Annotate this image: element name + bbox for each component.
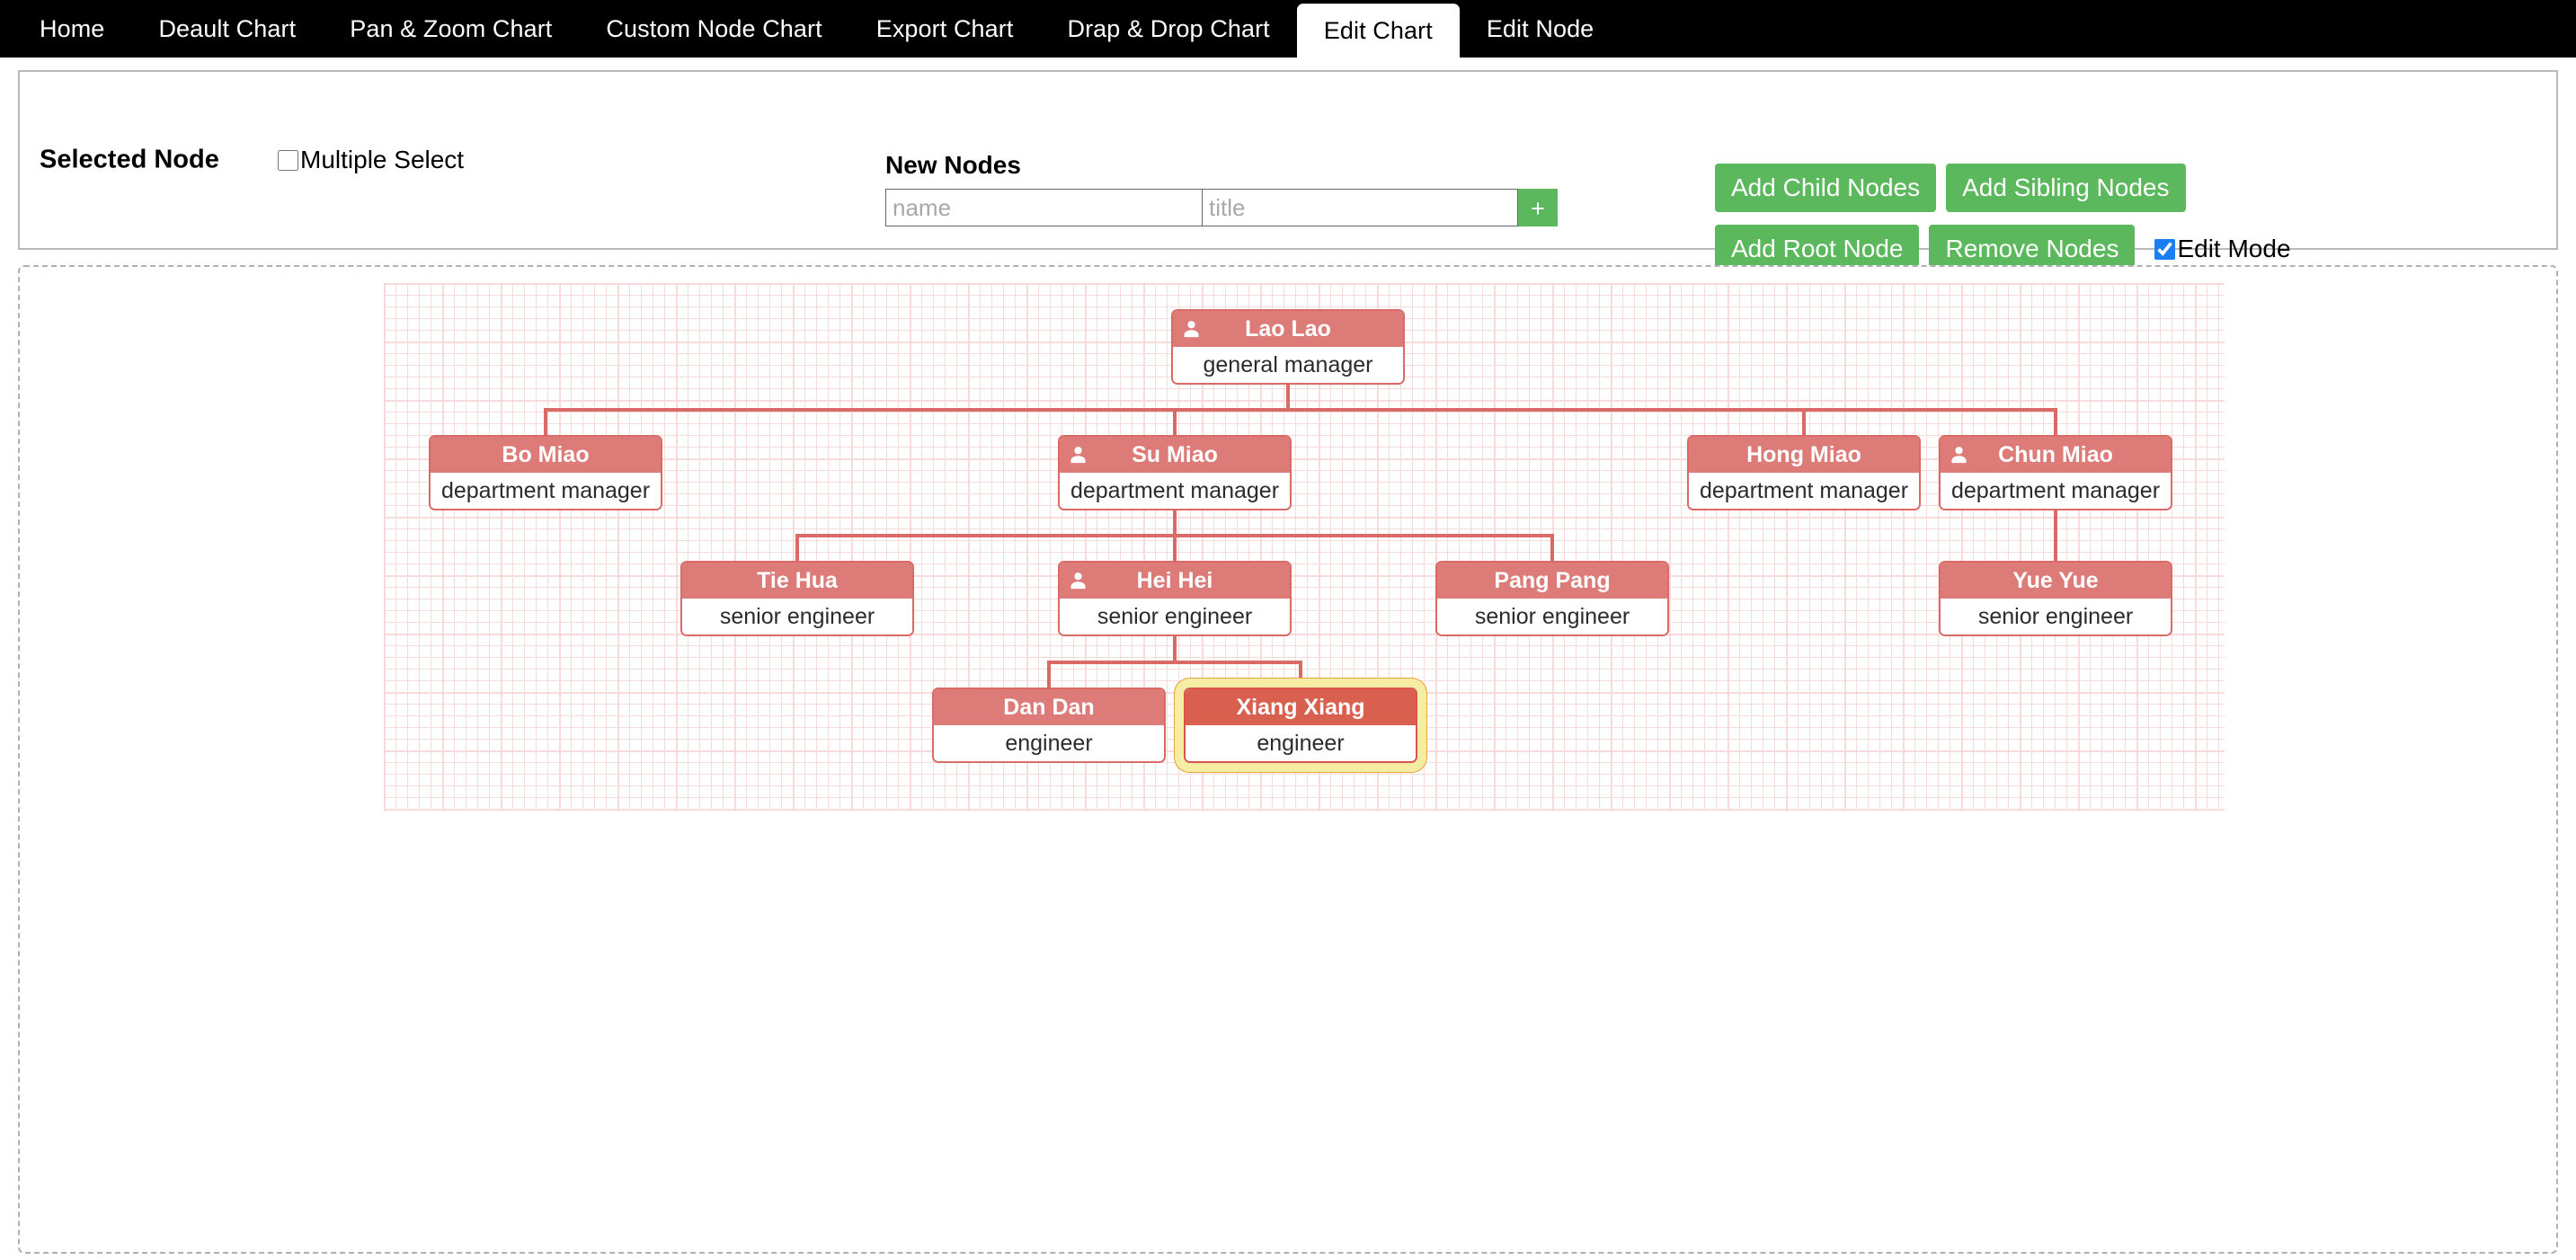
org-node-name: Hei Hei [1136,567,1213,593]
org-node-title: general manager [1173,347,1403,383]
org-node-name: Yue Yue [2012,567,2099,593]
org-node-name: Pang Pang [1494,567,1611,593]
connector-drop-hong-miao [1802,408,1806,435]
connector-stem-chun-miao [2054,510,2057,537]
org-node-header: Hei Hei [1060,563,1290,599]
selected-node-label: Selected Node [40,145,219,174]
org-node-name: Bo Miao [502,441,590,467]
nav-item-pan-zoom-chart[interactable]: Pan & Zoom Chart [350,14,553,42]
org-node-header: Lao Lao [1173,311,1403,347]
person-icon [1068,571,1088,591]
edit-mode-label: Edit Mode [2177,235,2291,262]
org-node-header: Dan Dan [934,689,1164,725]
org-node-title: department manager [431,473,661,509]
editor-toolbar-panel: Selected Node Multiple Select New Nodes … [18,70,2558,273]
node-layer: Lao Lao general manager Bo Miao department … [20,267,2556,1252]
org-chart-canvas[interactable]: Lao Lao general manager Bo Miao department … [18,265,2558,1254]
org-node-title: senior engineer [1437,599,1667,634]
connector-drop-pang-pang [1550,534,1554,561]
connector-drop-su-miao [1173,408,1177,435]
org-node-header: Pang Pang [1437,563,1667,599]
org-node-su-miao[interactable]: Su Miao department manager [1058,435,1292,510]
nav-item-custom-node-chart[interactable]: Custom Node Chart [606,14,822,42]
nav-item-edit-node[interactable]: Edit Node [1486,14,1594,42]
new-node-input-row: + [885,189,1558,226]
org-node-bo-miao[interactable]: Bo Miao department manager [429,435,662,510]
connector-drop-dan-dan [1047,661,1051,688]
connector-bus-hei-hei [1047,661,1302,664]
connector-drop-bo-miao [544,408,547,435]
new-node-title-input[interactable] [1202,189,1518,226]
org-node-header: Yue Yue [1941,563,2171,599]
org-node-title: department manager [1689,473,1919,509]
nav-item-home[interactable]: Home [40,14,105,42]
connector-drop-yue-yue [2054,534,2057,561]
org-node-hei-hei[interactable]: Hei Hei senior engineer [1058,561,1292,636]
add-child-nodes-button[interactable]: Add Child Nodes [1715,164,1937,212]
connector-drop-xiang-xiang [1299,661,1302,688]
new-nodes-label: New Nodes [885,151,1021,179]
org-node-title: department manager [1060,473,1290,509]
connector-stem-lao-lao [1286,385,1290,412]
org-node-name: Tie Hua [757,567,838,593]
person-icon [1949,445,1969,466]
org-node-name: Xiang Xiang [1236,694,1365,720]
new-node-name-input[interactable] [885,189,1202,226]
nav-item-drap-drop-chart[interactable]: Drap & Drop Chart [1067,14,1270,42]
org-node-title: department manager [1941,473,2171,509]
org-node-header: Su Miao [1060,437,1290,473]
connector-drop-chun-miao [2054,408,2057,435]
multiple-select-checkbox[interactable] [278,149,298,171]
connector-drop-tie-hua [795,534,799,561]
org-node-header: Hong Miao [1689,437,1919,473]
org-node-xiang-xiang[interactable]: Xiang Xiang engineer [1184,688,1417,763]
connector-bus-lao-lao [544,408,2057,412]
org-node-name: Lao Lao [1245,315,1331,342]
add-sibling-nodes-button[interactable]: Add Sibling Nodes [1946,164,2186,212]
nav-item-edit-chart[interactable]: Edit Chart [1296,4,1460,58]
org-node-pang-pang[interactable]: Pang Pang senior engineer [1435,561,1669,636]
node-action-row-bottom: Add Root Node Remove Nodes Edit Mode [1715,225,2291,273]
org-node-name: Hong Miao [1746,441,1861,467]
node-action-buttons: Add Child Nodes Add Sibling Nodes Add Ro… [1715,164,2291,273]
org-node-title: engineer [934,725,1164,761]
connector-layer [20,267,2556,1252]
new-nodes-group: New Nodes + [885,151,1558,226]
org-node-tie-hua[interactable]: Tie Hua senior engineer [680,561,914,636]
org-node-title: senior engineer [1060,599,1290,634]
connector-stem-su-miao [1173,510,1177,537]
org-node-name: Dan Dan [1003,694,1095,720]
edit-mode-control[interactable]: Edit Mode [2154,235,2291,263]
nav-item-export-chart[interactable]: Export Chart [875,14,1014,42]
person-icon [1068,445,1088,466]
add-new-node-button[interactable]: + [1518,189,1558,226]
person-icon [1181,319,1202,340]
org-node-yue-yue[interactable]: Yue Yue senior engineer [1939,561,2172,636]
nav-item-deault-chart[interactable]: Deault Chart [158,14,297,42]
org-node-header: Tie Hua [682,563,912,599]
edit-mode-checkbox[interactable] [2154,238,2176,260]
org-node-dan-dan[interactable]: Dan Dan engineer [932,688,1166,763]
org-node-header: Chun Miao [1941,437,2171,473]
node-action-row-top: Add Child Nodes Add Sibling Nodes [1715,164,2291,212]
org-node-name: Chun Miao [1998,441,2113,467]
org-node-title: senior engineer [1941,599,2171,634]
org-node-title: engineer [1186,725,1416,761]
multiple-select-control[interactable]: Multiple Select [278,146,464,174]
org-node-title: senior engineer [682,599,912,634]
connector-stem-hei-hei [1173,636,1177,664]
org-node-lao-lao[interactable]: Lao Lao general manager [1171,309,1405,385]
org-node-header: Xiang Xiang [1186,689,1416,725]
main-navigation: Home Deault Chart Pan & Zoom Chart Custom N… [0,0,2576,58]
org-node-chun-miao[interactable]: Chun Miao department manager [1939,435,2172,510]
org-node-hong-miao[interactable]: Hong Miao department manager [1687,435,1921,510]
multiple-select-label: Multiple Select [300,146,465,173]
org-node-header: Bo Miao [431,437,661,473]
connector-drop-hei-hei [1173,534,1177,561]
org-node-name: Su Miao [1132,441,1218,467]
